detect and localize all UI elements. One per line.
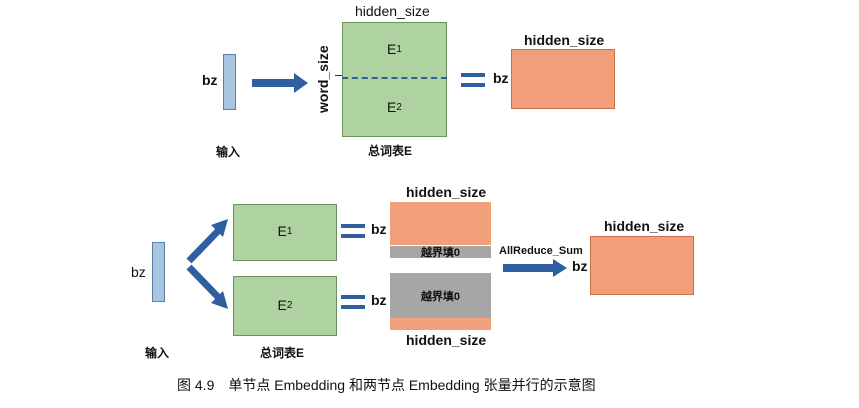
top-arrow-icon bbox=[252, 73, 308, 93]
top-input-label: bz bbox=[202, 72, 218, 88]
out1-block bbox=[390, 202, 491, 245]
bottom-result-top-label: hidden_size bbox=[604, 218, 685, 234]
top-side-tick bbox=[335, 75, 343, 76]
top-result-left-label: bz bbox=[493, 70, 509, 86]
bottom-input-bar bbox=[152, 242, 165, 302]
bottom-table-caption: 总词表E bbox=[260, 346, 305, 360]
out1-top-label: hidden_size bbox=[406, 184, 487, 200]
out2-zero-fill: 越界填0 bbox=[390, 273, 491, 318]
bottom-input-caption: 输入 bbox=[145, 346, 170, 360]
top-equals-icon bbox=[461, 73, 485, 87]
top-table-caption: 总词表E bbox=[368, 144, 413, 158]
top-result-top-label: hidden_size bbox=[524, 32, 605, 48]
top-table-divider bbox=[342, 77, 447, 79]
split-arrows-icon bbox=[186, 219, 228, 309]
figure-caption: 图 4.9 单节点 Embedding 和两节点 Embedding 张量并行的… bbox=[177, 377, 596, 393]
bottom-equals-1-icon bbox=[341, 224, 365, 238]
top-embedding-table bbox=[342, 22, 447, 137]
out1-left-label: bz bbox=[371, 221, 387, 237]
allreduce-arrow-icon bbox=[503, 259, 567, 277]
top-input-caption: 输入 bbox=[216, 145, 241, 159]
bottom-input-label: bz bbox=[131, 264, 146, 280]
out2-block bbox=[390, 318, 491, 330]
allreduce-label: AllReduce_Sum bbox=[499, 245, 583, 257]
bottom-result-block bbox=[590, 236, 694, 295]
top-table-side-label: word_size bbox=[315, 45, 331, 113]
top-table-top-label: hidden_size bbox=[355, 3, 430, 19]
out2-bottom-label: hidden_size bbox=[406, 332, 487, 348]
bottom-e1-block bbox=[233, 204, 337, 261]
out1-zero-fill: 越界填0 bbox=[390, 246, 491, 259]
top-result-block bbox=[511, 49, 615, 109]
out2-left-label: bz bbox=[371, 292, 387, 308]
top-input-bar bbox=[223, 54, 236, 110]
bottom-equals-2-icon bbox=[341, 295, 365, 309]
bottom-result-left-label: bz bbox=[572, 258, 588, 274]
bottom-e2-block bbox=[233, 276, 337, 336]
